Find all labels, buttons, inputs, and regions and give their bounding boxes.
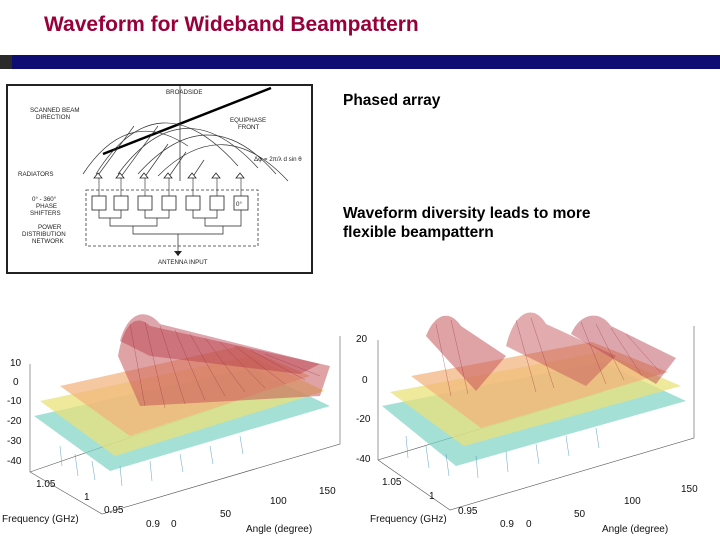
freq-tick-right-1: 1 [429,491,435,502]
z-tick-right-0: 20 [356,334,368,345]
label-phase-1: 0° - 360° [32,196,57,203]
z-tick-right-1: 0 [362,375,368,386]
label-scanned-beam-1: SCANNED BEAM [30,107,80,114]
angle-tick-left-1: 50 [220,509,232,520]
x-label-left: Frequency (GHz) [2,514,79,525]
angle-tick-left-2: 100 [270,496,287,507]
freq-tick-left-1: 1 [84,492,90,503]
label-power-2: DISTRIBUTION [22,231,66,238]
phase-shifter-row [91,195,249,211]
label-phase-2: PHASE [36,203,57,210]
label-power-1: POWER [38,224,62,231]
phased-array-figure: BROADSIDE SCANNED BEAM DIRECTION EQUIPHA… [18,86,302,266]
surface-right [382,312,686,479]
freq-tick-right-3: 0.9 [500,519,514,530]
y-label-left: Angle (degree) [246,524,312,535]
surface-plot-right: 20 0 -20 -40 1.05 1 0.95 0.9 0 50 100 15… [356,312,698,535]
angle-tick-left-0: 0 [171,519,177,530]
slide-title: Waveform for Wideband Beampattern [44,13,419,36]
label-power-3: NETWORK [32,238,64,245]
angle-tick-right-1: 50 [574,509,586,520]
freq-tick-left-3: 0.9 [146,519,160,530]
label-phase-3: SHIFTERS [30,210,61,217]
z-tick-right-2: -20 [356,414,371,425]
distribution-network-box [85,189,259,247]
equiphase-front-line [102,86,272,156]
label-radiators: RADIATORS [18,171,54,178]
label-formula: Δφ = 2π/λ d sin θ [254,156,302,163]
z-tick-left-5: -40 [7,456,22,467]
label-equiphase-1: EQUIPHASE [230,117,266,124]
freq-tick-left-0: 1.05 [36,479,56,490]
z-tick-left-3: -20 [7,416,22,427]
z-tick-left-2: -10 [7,396,22,407]
freq-tick-right-0: 1.05 [382,477,402,488]
angle-tick-left-3: 150 [319,486,336,497]
x-label-right: Frequency (GHz) [370,514,447,525]
label-zero-degree: 0° [236,201,242,208]
z-tick-right-3: -40 [356,454,371,465]
label-equiphase-2: FRONT [238,124,260,131]
label-scanned-beam-2: DIRECTION [36,114,70,121]
angle-tick-right-2: 100 [624,496,641,507]
feed-lines [98,178,242,196]
z-tick-left-4: -30 [7,436,22,447]
label-antenna-input: ANTENNA INPUT [158,259,208,266]
angle-tick-right-0: 0 [526,519,532,530]
surface-plot-left: 10 0 -10 -20 -30 -40 1.05 1 0.95 0.9 0 5… [2,314,341,535]
angle-tick-right-3: 150 [681,484,698,495]
title-divider-cap [0,55,12,69]
label-broadside: BROADSIDE [166,89,202,96]
beampattern-plot-left: 10 0 -10 -20 -30 -40 1.05 1 0.95 0.9 0 5… [0,296,356,540]
y-label-right: Angle (degree) [602,524,668,535]
wavefront-arcs [82,122,289,182]
distribution-tree [98,210,242,256]
freq-tick-right-2: 0.95 [458,506,478,517]
phased-array-diagram: BROADSIDE SCANNED BEAM DIRECTION EQUIPHA… [6,84,313,274]
beampattern-plot-right: 20 0 -20 -40 1.05 1 0.95 0.9 0 50 100 15… [356,296,720,540]
antenna-input-arrow [174,251,182,256]
title-divider-bar [0,55,720,69]
z-tick-left-0: 10 [10,358,22,369]
surface-left [34,314,330,487]
phased-array-label: Phased array [343,92,441,109]
z-tick-left-1: 0 [13,377,19,388]
freq-tick-left-2: 0.95 [104,505,124,516]
diversity-text-line-1: Waveform diversity leads to more [343,205,591,222]
radiator-row [93,172,245,179]
diversity-text-line-2: flexible beampattern [343,224,494,241]
